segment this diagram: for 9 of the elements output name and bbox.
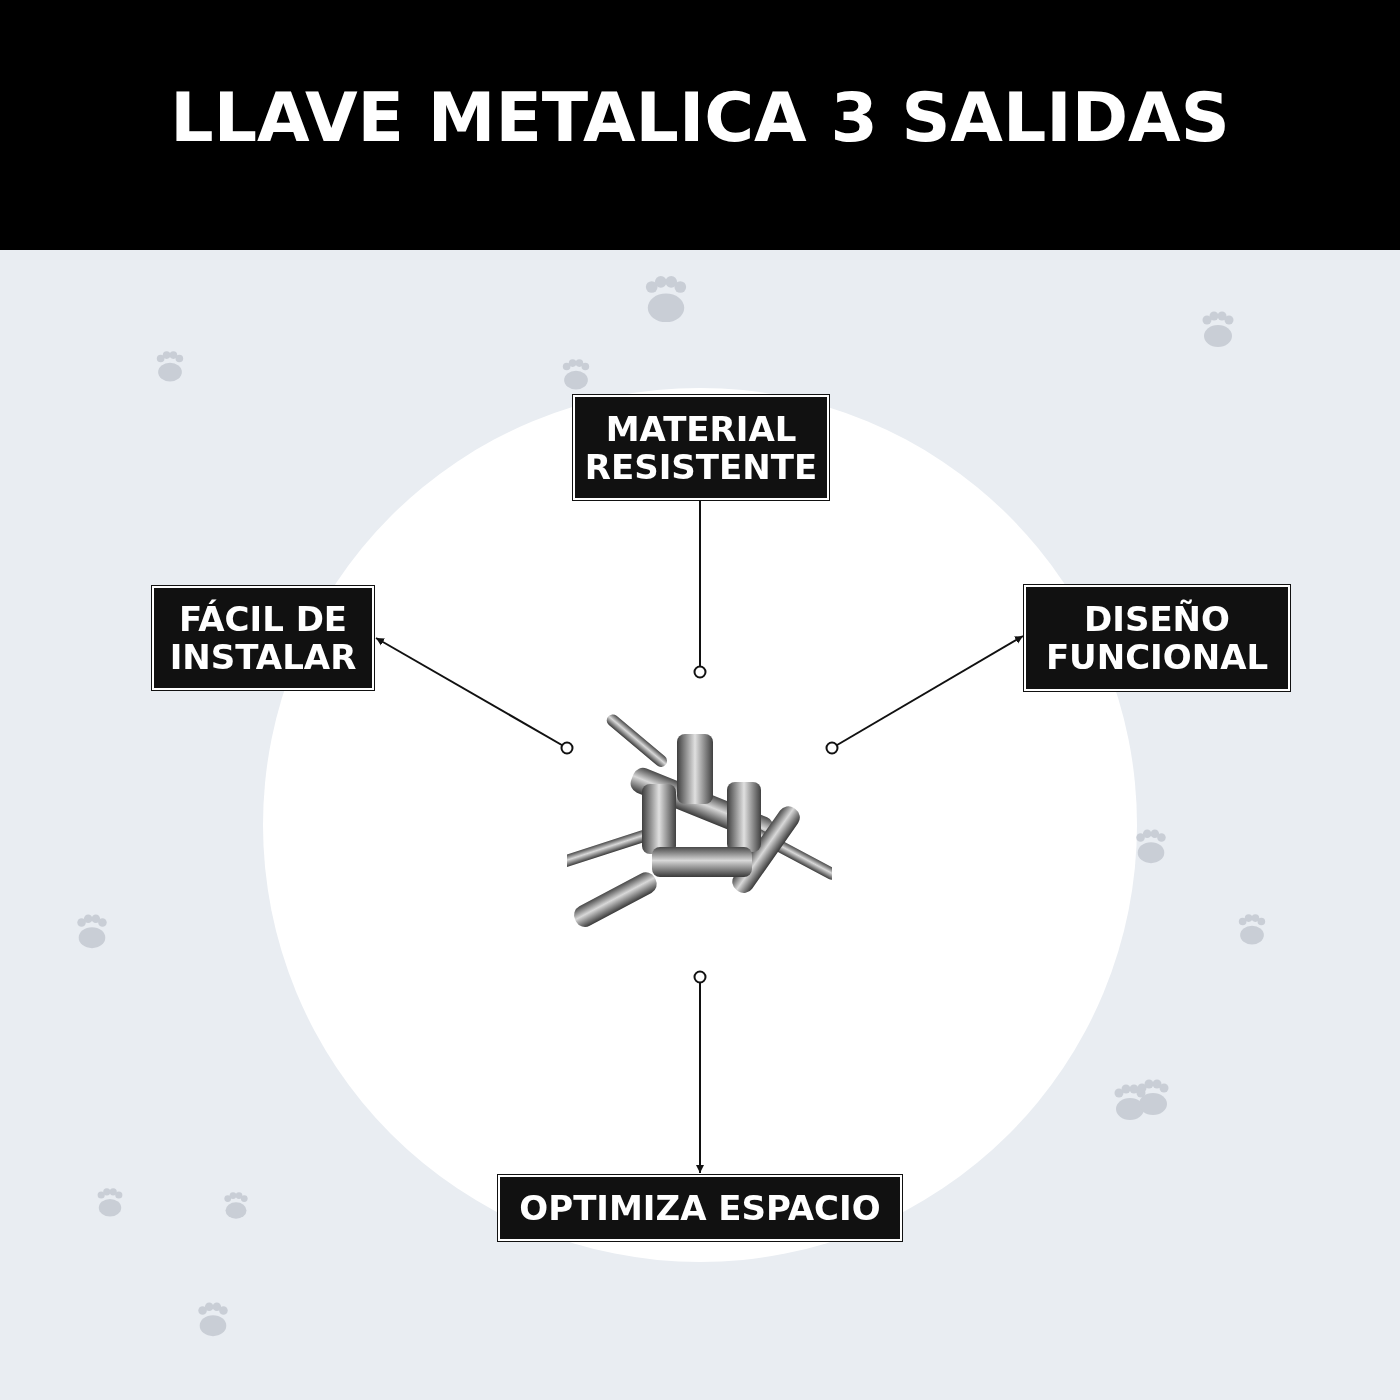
callout-box: DISEÑO FUNCIONAL — [1024, 585, 1290, 691]
leader-line — [693, 970, 707, 1174]
leader-line — [375, 637, 574, 755]
leader-line — [825, 635, 1024, 755]
callout-box: FÁCIL DE INSTALAR — [152, 586, 374, 690]
callout-box: OPTIMIZA ESPACIO — [498, 1175, 902, 1241]
callout-box: MATERIAL RESISTENTE — [573, 395, 829, 500]
title: LLAVE METALICA 3 SALIDAS — [169, 78, 1231, 157]
leader-line — [693, 499, 707, 679]
